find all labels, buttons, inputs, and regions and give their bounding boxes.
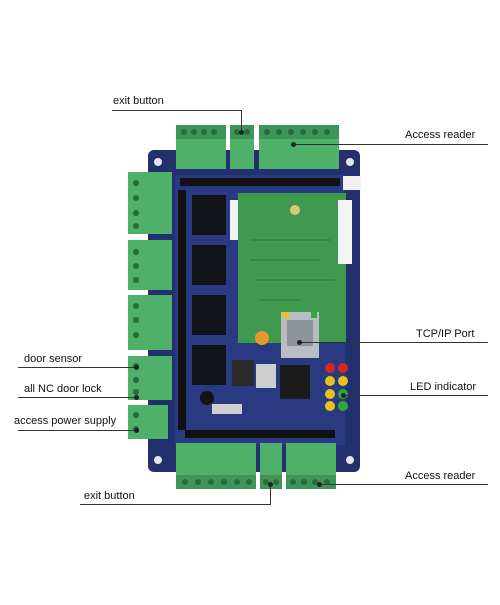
fuse	[212, 404, 242, 414]
regulator-1	[232, 360, 254, 386]
label-door-sensor: door sensor	[24, 353, 83, 365]
chip-label	[230, 200, 240, 240]
leader-nc-lock-h	[18, 397, 136, 398]
leader-exit-top-dot	[239, 130, 244, 135]
mounting-hole-br	[346, 456, 354, 464]
regulator-2	[256, 364, 276, 388]
label-led-indicator: LED indicator	[410, 381, 477, 393]
leader-reader-top-dot	[291, 142, 296, 147]
buzzer	[255, 331, 269, 345]
bottom-terminal-block-left	[176, 443, 256, 489]
leader-tcpip-h	[300, 342, 488, 343]
top-terminal-block-left	[176, 125, 226, 169]
mounting-hole-bl	[154, 456, 162, 464]
label-all-nc-door-lock: all NC door lock	[24, 383, 102, 395]
capacitor	[200, 391, 214, 405]
leader-nc-lock-dot	[134, 395, 139, 400]
label-exit-button-top: exit button	[113, 95, 164, 107]
mounting-hole-tl	[154, 158, 162, 166]
module-screw-hole	[290, 205, 300, 215]
leader-exit-top-v	[241, 110, 242, 132]
leader-led-h	[344, 395, 488, 396]
ethernet-port	[281, 312, 319, 358]
left-terminal-blocks	[128, 172, 172, 439]
pin-header-bottom	[185, 430, 335, 438]
white-connector	[343, 176, 361, 190]
pin-header-top	[180, 178, 340, 186]
leader-door-sensor-dot	[134, 365, 139, 370]
leader-exit-top-h	[112, 110, 242, 111]
leader-power-dot	[134, 428, 139, 433]
leader-exit-bottom-h	[80, 504, 271, 505]
leader-exit-bottom-v	[270, 484, 271, 505]
leader-exit-bottom-dot	[268, 482, 273, 487]
ic-chip	[280, 365, 310, 399]
leader-reader-bottom-dot	[317, 482, 322, 487]
module-sticker	[338, 200, 352, 264]
top-terminal-block-reader	[259, 125, 339, 169]
leader-tcpip-dot	[297, 340, 302, 345]
module-traces	[250, 239, 335, 301]
mounting-hole-tr	[346, 158, 354, 166]
leader-power-h	[18, 430, 136, 431]
label-access-reader-bottom: Access reader	[405, 470, 476, 482]
leader-door-sensor-h	[18, 367, 136, 368]
pin-header-left	[178, 190, 186, 430]
label-access-reader-top: Access reader	[405, 129, 476, 141]
label-access-power-supply: access power supply	[14, 415, 117, 427]
relays	[192, 195, 226, 385]
led-indicators	[325, 363, 348, 411]
leader-led-dot	[341, 393, 346, 398]
label-exit-button-bottom: exit button	[84, 490, 135, 502]
leader-reader-bottom-h	[320, 484, 488, 485]
bottom-terminal-block-reader	[286, 443, 336, 489]
label-tcpip-port: TCP/IP Port	[416, 328, 475, 340]
leader-reader-top-h	[294, 144, 488, 145]
